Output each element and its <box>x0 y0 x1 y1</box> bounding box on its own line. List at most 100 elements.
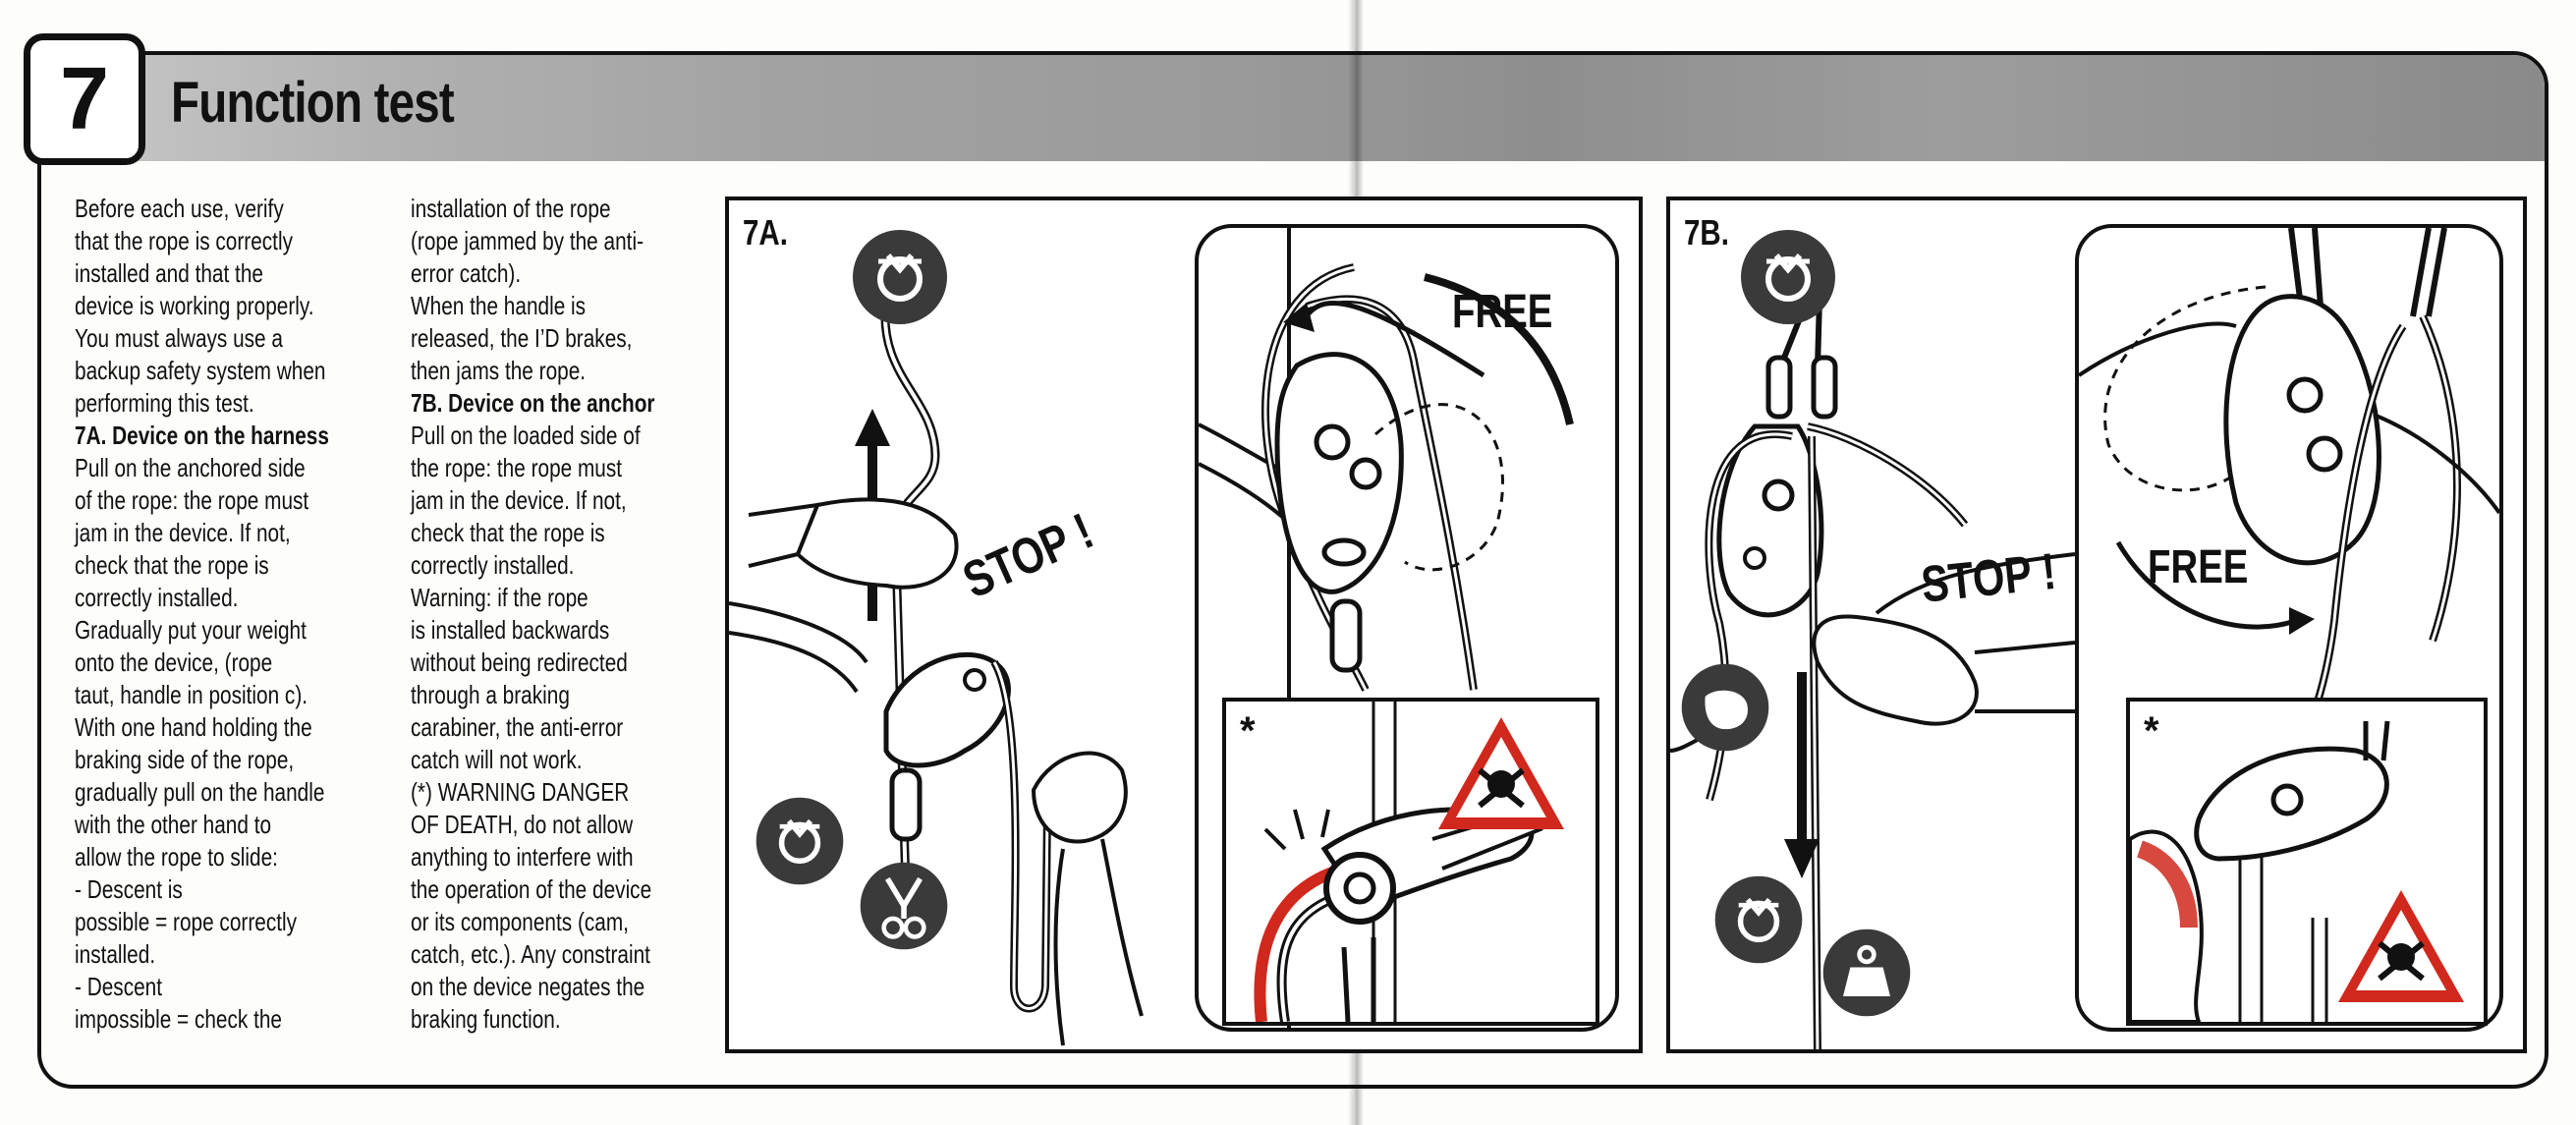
text-line: possible = rope correctly <box>75 906 409 938</box>
text-line-content: Warning: if the rope <box>411 583 588 612</box>
text-line: backup safety system when <box>75 355 409 387</box>
text-line-content: With one hand holding the <box>75 712 312 742</box>
text-line: installed. <box>75 938 409 971</box>
text-line: - Descent is <box>75 873 409 906</box>
text-line: (*) WARNING DANGER <box>411 776 745 809</box>
section-heading: 7B. Device on the anchor <box>411 387 745 420</box>
text-line-content: with the other hand to <box>75 810 272 839</box>
text-line-content: gradually pull on the handle <box>75 777 325 807</box>
figure-7a-label: 7A. <box>743 212 788 253</box>
figure-7b-detail: FREE * <box>2075 224 2503 1032</box>
text-line: device is working properly. <box>75 290 409 322</box>
text-line: Warning: if the rope <box>411 582 745 614</box>
figure-7a-harness-drawing <box>729 298 1144 1046</box>
warning-asterisk: * <box>2144 709 2159 753</box>
text-line-content: or its components (cam, <box>411 907 629 936</box>
text-line-content: the operation of the device <box>411 874 652 904</box>
text-line: Pull on the anchored side <box>75 452 409 484</box>
text-line-content: possible = rope correctly <box>75 907 298 936</box>
section-heading: 7A. Device on the harness <box>75 420 409 452</box>
text-line: catch will not work. <box>411 744 745 776</box>
text-line: on the device negates the <box>411 971 745 1003</box>
text-line: through a braking <box>411 679 745 711</box>
text-line: Pull on the loaded side of <box>411 420 745 452</box>
figure-7a-panel: 7A. <box>725 197 1643 1053</box>
figure-7b-anchor-drawing <box>1670 297 2075 1049</box>
danger-skull-icon <box>1438 717 1564 829</box>
anchor-icon <box>1714 875 1803 964</box>
anchor-icon <box>853 230 947 324</box>
text-line-content: that the rope is correctly <box>75 226 293 255</box>
text-line: anything to interfere with <box>411 841 745 873</box>
text-line: released, the I’D brakes, <box>411 322 745 355</box>
text-line: error catch). <box>411 257 745 290</box>
text-line: performing this test. <box>75 387 409 420</box>
text-line-content: When the handle is <box>411 291 587 320</box>
hand-icon <box>1681 663 1769 752</box>
text-line-content: installation of the rope <box>411 194 611 223</box>
text-line-content: 7A. Device on the harness <box>75 421 329 450</box>
text-line-content: released, the I’D brakes, <box>411 323 633 353</box>
free-callout: FREE <box>1452 286 1553 338</box>
text-line-content: (rope jammed by the anti- <box>411 226 644 255</box>
text-line: installation of the rope <box>411 193 745 225</box>
text-line: catch, etc.). Any constraint <box>411 938 745 971</box>
text-line: check that the rope is <box>411 517 745 549</box>
load-weight-icon <box>1822 928 1911 1017</box>
section-frame <box>37 51 2548 1089</box>
figure-7b-panel: 7B. STOP ! <box>1666 197 2527 1053</box>
text-line: is installed backwards <box>411 614 745 647</box>
figure-7a-detail: FREE * <box>1195 224 1619 1032</box>
text-line-content: braking function. <box>411 1004 561 1034</box>
text-line: jam in the device. If not, <box>75 517 409 549</box>
text-line: correctly installed. <box>411 549 745 582</box>
text-line-content: 7B. Device on the anchor <box>411 388 655 418</box>
text-line: onto the device, (rope <box>75 647 409 679</box>
free-callout: FREE <box>2148 541 2249 593</box>
anchor-icon <box>756 797 844 885</box>
text-line-content: - Descent is <box>75 874 183 904</box>
text-line: You must always use a <box>75 322 409 355</box>
text-line-content: Pull on the loaded side of <box>411 421 641 450</box>
text-line-content: braking side of the rope, <box>75 745 295 774</box>
text-line-content: Pull on the anchored side <box>75 453 306 482</box>
text-line-content: - Descent <box>75 972 163 1001</box>
text-line-content: taut, handle in position c). <box>75 680 308 709</box>
figure-7a-inset-drawing <box>1254 702 1543 1022</box>
text-line: the rope: the rope must <box>411 452 745 484</box>
text-line: With one hand holding the <box>75 711 409 744</box>
text-line-content: performing this test. <box>75 388 254 418</box>
text-line-content: OF DEATH, do not allow <box>411 810 634 839</box>
text-line: the operation of the device <box>411 873 745 906</box>
figure-7b-warning-inset: * <box>2126 698 2488 1026</box>
text-line-content: allow the rope to slide: <box>75 842 278 872</box>
anchor-icon <box>1741 230 1835 324</box>
text-line-content: of the rope: the rope must <box>75 485 309 515</box>
text-line-content: error catch). <box>411 258 522 288</box>
text-line: (rope jammed by the anti- <box>411 225 745 257</box>
text-line-content: check that the rope is <box>411 518 605 547</box>
text-line: Gradually put your weight <box>75 614 409 647</box>
text-line-content: through a braking <box>411 680 570 709</box>
text-line: installed and that the <box>75 257 409 290</box>
text-line: carabiner, the anti-error <box>411 711 745 744</box>
figure-7b-label: 7B. <box>1684 212 1729 253</box>
text-line: or its components (cam, <box>411 906 745 938</box>
figure-7a-warning-inset: * <box>1222 698 1599 1026</box>
text-line-content: device is working properly. <box>75 291 314 320</box>
text-line-content: catch, etc.). Any constraint <box>411 939 650 969</box>
text-line: OF DEATH, do not allow <box>411 809 745 841</box>
text-line: without being redirected <box>411 647 745 679</box>
text-line: allow the rope to slide: <box>75 841 409 873</box>
figure-7a-device-detail-drawing <box>1199 228 1574 1028</box>
text-line: impossible = check the <box>75 1003 409 1036</box>
text-line-content: Gradually put your weight <box>75 615 307 645</box>
text-line: of the rope: the rope must <box>75 484 409 517</box>
text-line-content: correctly installed. <box>411 550 575 580</box>
text-line-content: anything to interfere with <box>411 842 634 872</box>
text-line: gradually pull on the handle <box>75 776 409 809</box>
text-line: with the other hand to <box>75 809 409 841</box>
text-line-content: backup safety system when <box>75 356 326 385</box>
text-line: jam in the device. If not, <box>411 484 745 517</box>
